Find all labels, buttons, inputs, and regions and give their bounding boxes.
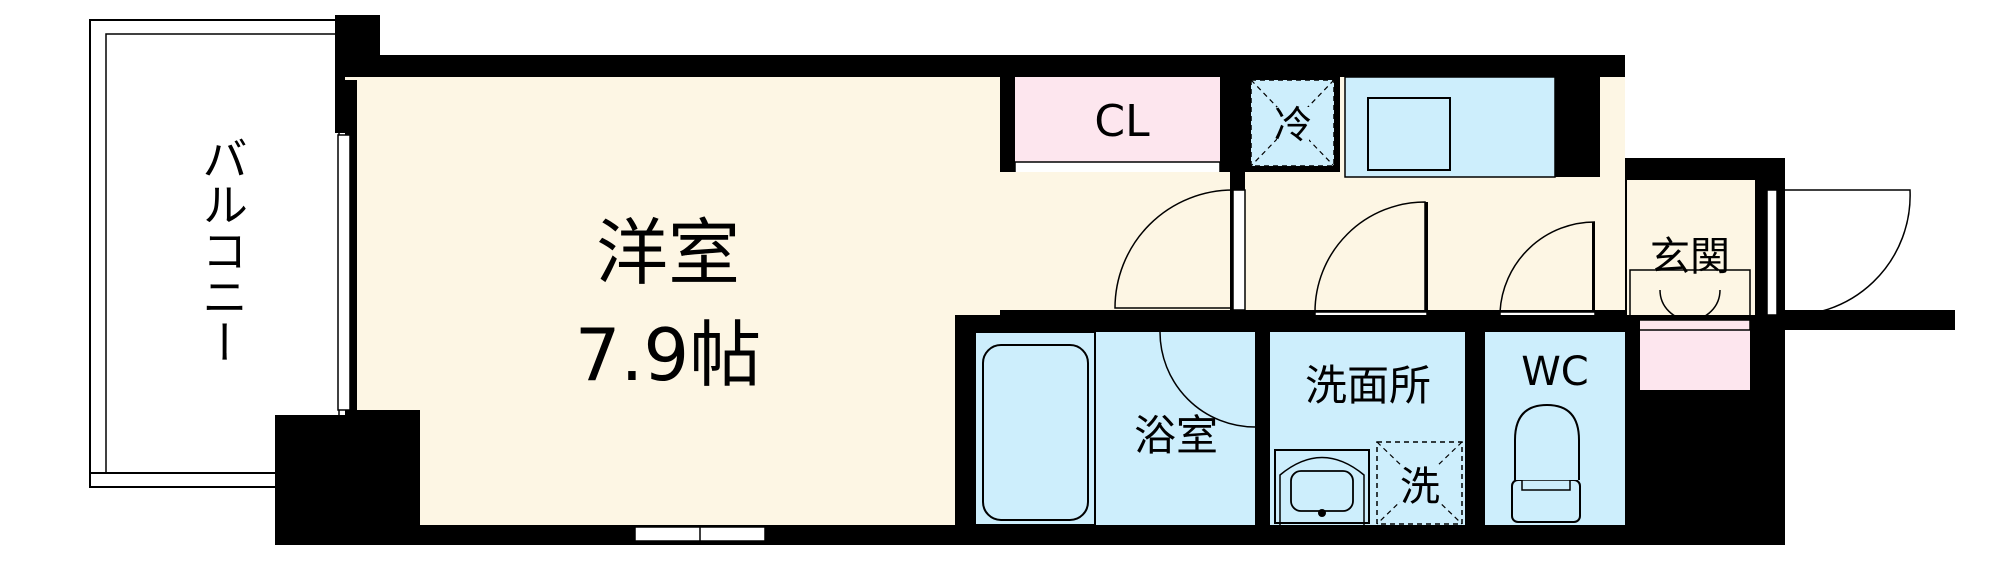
balcony: バルコニー: [89, 19, 356, 488]
bathroom-label: 浴室: [1134, 411, 1218, 460]
washroom: 洗面所 洗: [1255, 315, 1480, 540]
balcony-label: バルコニー: [195, 135, 249, 365]
kitchen-counter: [1344, 76, 1600, 178]
fridge-label: 冷: [1274, 103, 1312, 147]
western-room-name: 洋室: [596, 211, 740, 295]
washroom-label: 洗面所: [1305, 361, 1431, 410]
toilet-label: WC: [1521, 349, 1588, 395]
bathroom: 浴室: [960, 315, 1270, 540]
entrance: 玄関: [1625, 180, 1911, 390]
washer-label: 洗: [1400, 464, 1440, 510]
toilet: WC: [1470, 315, 1640, 540]
closet: CL: [1000, 77, 1230, 237]
fridge-space: 冷: [1245, 77, 1340, 172]
western-room-size: 7.9帖: [575, 313, 762, 397]
western-room: 洋室 7.9帖: [337, 77, 1000, 545]
entrance-label: 玄関: [1650, 234, 1730, 280]
closet-label: CL: [1094, 96, 1150, 147]
